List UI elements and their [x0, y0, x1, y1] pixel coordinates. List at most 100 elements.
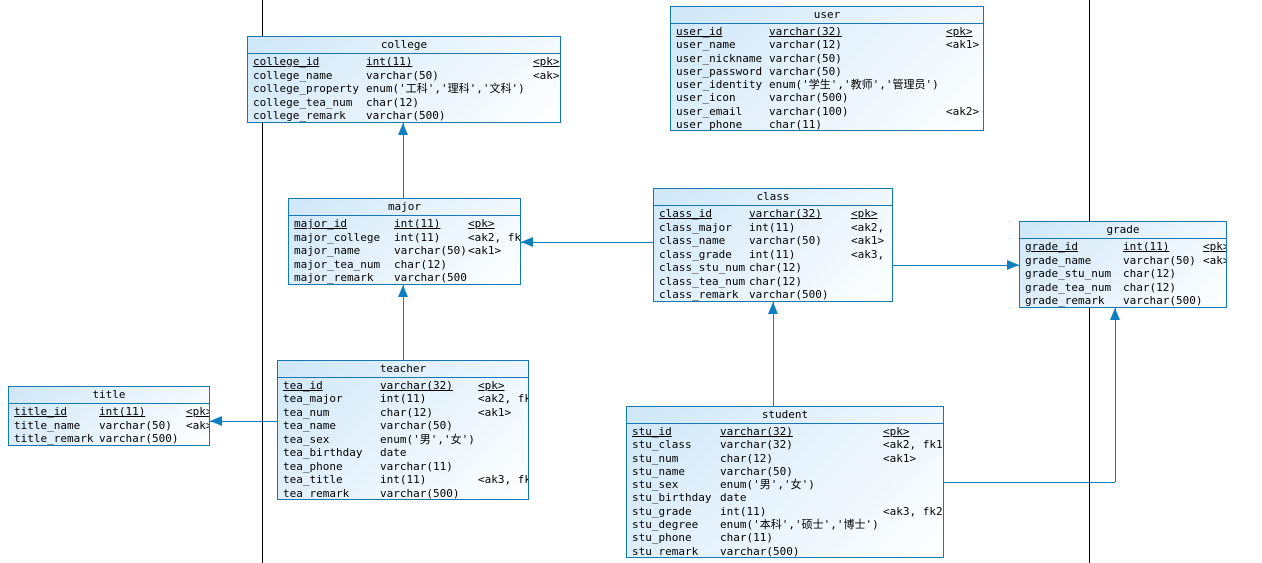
field-name: stu_sex: [632, 478, 679, 492]
field-name: stu_class: [632, 438, 692, 452]
connector-student-to-grade[interactable]: [1115, 308, 1116, 482]
field-key: [883, 531, 943, 544]
field-name: college_tea_num: [253, 95, 353, 109]
field-type: varchar(100): [769, 104, 849, 118]
field-key: [883, 465, 943, 478]
field-name: major_id: [294, 217, 347, 230]
field-name: tea_id: [283, 379, 323, 392]
table-title: student: [627, 407, 943, 424]
field-key: [1203, 294, 1226, 307]
arrowhead-class-to-major: [521, 237, 533, 247]
table-title[interactable]: title title_idint(11)<pk>title_namevarcha…: [8, 386, 210, 446]
connector-student-to-class[interactable]: [773, 302, 774, 406]
connector-student-to-grade[interactable]: [944, 482, 1115, 483]
field-name: class_remark: [659, 288, 739, 302]
field-name: user_nickname: [676, 51, 763, 65]
field-name: tea_sex: [283, 432, 330, 446]
field-type: varchar(500): [99, 432, 179, 446]
field-row: stu_sex enum('男','女'): [627, 478, 943, 491]
field-name: stu_grade: [632, 504, 692, 518]
field-type: varchar(500): [749, 288, 829, 302]
field-type: varchar(11): [380, 459, 453, 473]
field-type: date: [720, 491, 747, 505]
field-key: <ak1>: [478, 405, 512, 419]
table-title-label: student: [761, 408, 809, 421]
table-title: major: [289, 199, 520, 216]
connector-class-to-grade[interactable]: [893, 265, 1019, 266]
field-name: grade_tea_num: [1025, 280, 1112, 294]
field-type: int(11): [749, 220, 796, 234]
field-name: grade_stu_num: [1025, 267, 1112, 281]
field-key: <pk>: [851, 207, 878, 220]
field-key: <ak1>: [946, 38, 980, 52]
field-type: varchar(12): [769, 38, 842, 52]
field-key: [468, 271, 520, 284]
field-key: <pk>: [186, 405, 209, 418]
connector-class-to-major[interactable]: [521, 242, 653, 243]
table-title-label: major: [387, 200, 422, 213]
field-key: [851, 275, 892, 289]
field-name: stu_id: [632, 425, 672, 438]
field-name: class_grade: [659, 247, 732, 261]
field-key: [851, 261, 892, 275]
field-name: title_id: [14, 405, 67, 418]
field-name: title_name: [14, 418, 81, 432]
field-name: stu_birthday: [632, 491, 712, 505]
arrowhead-teacher-to-title: [210, 416, 222, 426]
field-name: tea_birthday: [283, 446, 363, 460]
field-key: [946, 52, 983, 65]
field-type: enum('本科','硕士','博士'): [720, 518, 879, 532]
field-key: <ak3, fk2>: [478, 473, 528, 487]
field-type: varchar(50): [366, 68, 439, 82]
table-title-label: title: [92, 388, 126, 401]
field-name: user_identity: [676, 78, 763, 91]
field-name: user_id: [676, 25, 723, 38]
table-field-list: title_idint(11)<pk>title_namevarchar(50)…: [9, 404, 209, 446]
field-name: major_name: [294, 244, 361, 258]
connector-teacher-to-title[interactable]: [210, 421, 277, 422]
arrowhead-major-to-college: [398, 123, 408, 135]
field-type: varchar(32): [749, 207, 822, 220]
field-row: user_name varchar(12) <ak1>: [671, 38, 983, 51]
field-name: user_name: [676, 38, 736, 52]
field-name: stu_name: [632, 464, 685, 478]
table-title: teacher: [278, 361, 528, 378]
arrowhead-student-to-class: [768, 302, 778, 314]
connector-teacher-to-major[interactable]: [403, 285, 404, 360]
field-type: char(12): [749, 274, 802, 288]
field-key: [883, 478, 943, 491]
field-name: stu_phone: [632, 531, 692, 545]
field-key: [1203, 267, 1226, 281]
field-key: [946, 91, 983, 104]
field-type: enum('男','女'): [720, 478, 815, 492]
connector-major-to-college[interactable]: [403, 123, 404, 198]
field-key: <pk>: [1203, 240, 1226, 253]
table-grade[interactable]: gradegrade_idint(11)<pk>grade_namevarcha…: [1019, 221, 1227, 308]
field-name: stu_degree: [632, 518, 699, 532]
